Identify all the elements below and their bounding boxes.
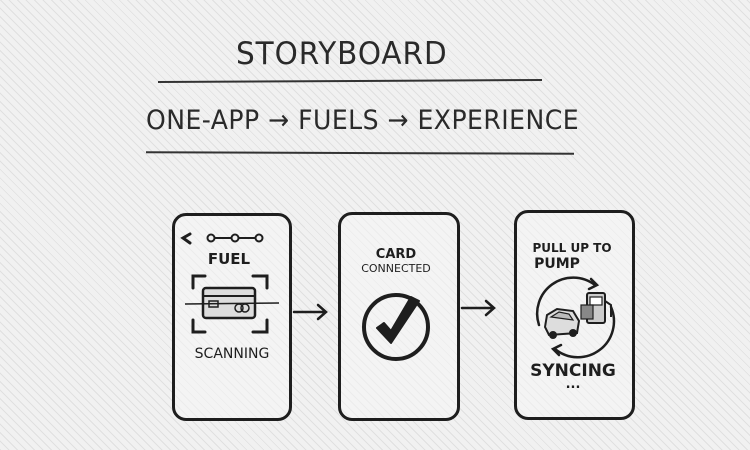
flow-arrow-2: →: [387, 105, 409, 136]
storyboard-title: STORYBOARD: [236, 36, 448, 72]
subtitle-underline: [145, 151, 575, 155]
progress-dots-icon: [206, 233, 264, 243]
checkmark-circle-icon: [362, 293, 430, 361]
fuel-pump-icon: [580, 292, 612, 324]
flow-arrow-screen-2-3: [460, 299, 496, 317]
flow-step-fuels: FUELS: [298, 105, 380, 136]
sync-arrows-icon: [535, 276, 616, 359]
syncing-ellipsis: ...: [565, 377, 581, 392]
top-bar: [180, 232, 264, 245]
car-icon: [543, 307, 581, 339]
back-arrow-icon: [180, 232, 192, 245]
pump-title-line2: PUMP: [534, 256, 580, 272]
flow-arrow-1: →: [268, 105, 290, 136]
scanning-status: SCANNING: [194, 346, 270, 362]
car-at-pump-illustration: [535, 276, 616, 359]
scan-line: [184, 302, 280, 305]
syncing-status: SYNCING: [530, 361, 616, 381]
flow-step-experience: EXPERIENCE: [417, 105, 580, 136]
flow-step-one-app: ONE-APP: [146, 105, 260, 136]
flow-arrow-screen-1-2: [292, 303, 328, 321]
scan-frame-icon: [191, 274, 269, 334]
card-scanner: [184, 274, 280, 334]
pull-up-title-line1: PULL UP TO: [532, 241, 612, 255]
connected-title-line2: CONNECTED: [361, 262, 431, 275]
screen-title-fuel: FUEL: [207, 250, 251, 268]
flow-subtitle: ONE-APP → FUELS → EXPERIENCE: [146, 104, 579, 136]
phone-screen-sync: PULL UP TO PUMP SYNCING ...: [514, 210, 635, 420]
phone-screen-connected: CARD CONNECTED: [338, 212, 460, 421]
card-title-line1: CARD: [375, 247, 417, 262]
title-underline: [157, 78, 543, 84]
phone-screen-scan: FUEL SCANNING: [172, 213, 292, 421]
